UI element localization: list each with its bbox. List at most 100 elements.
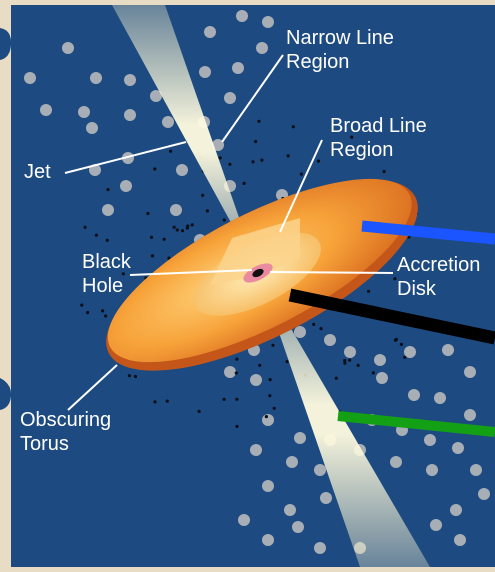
broad-line-dot xyxy=(162,237,166,241)
label-black-hole-1: Black xyxy=(82,251,132,273)
broad-line-dot xyxy=(153,400,157,404)
broad-line-dot xyxy=(175,228,179,232)
cloud-dot xyxy=(170,204,182,216)
broad-line-dot xyxy=(316,159,321,163)
broad-line-dot xyxy=(94,233,98,237)
cloud-dot xyxy=(199,66,211,78)
cloud-dot xyxy=(238,514,250,526)
cloud-dot xyxy=(430,519,442,531)
broad-line-dot xyxy=(348,358,352,362)
cloud-dot xyxy=(176,164,188,176)
broad-line-dot xyxy=(343,361,347,365)
broad-line-dot xyxy=(407,235,411,239)
cloud-dot xyxy=(224,366,236,378)
cloud-dot xyxy=(454,534,466,546)
sightline-blue xyxy=(361,220,495,245)
broad-line-dot xyxy=(101,309,105,313)
cloud-dot xyxy=(232,62,244,74)
cloud-dot xyxy=(284,504,296,516)
cloud-dot xyxy=(464,409,476,421)
broad-line-dot xyxy=(271,343,275,347)
cloud-dot xyxy=(376,372,388,384)
label-accretion-disk-2: Disk xyxy=(397,278,437,300)
cloud-dot xyxy=(426,464,438,476)
cloud-dot xyxy=(464,366,476,378)
broad-line-dot xyxy=(235,397,239,401)
sightline-green xyxy=(337,411,495,437)
cloud-dot xyxy=(314,542,326,554)
broad-line-dot xyxy=(105,238,109,242)
broad-line-dot xyxy=(268,394,272,398)
cloud-dot xyxy=(314,464,326,476)
cloud-dot xyxy=(450,504,462,516)
cloud-dot xyxy=(236,10,248,22)
cloud-dot xyxy=(292,521,304,533)
broad-line-dot xyxy=(86,310,90,315)
broad-line-dot xyxy=(367,289,371,293)
cloud-dot xyxy=(124,109,136,121)
broad-line-dot xyxy=(258,363,262,367)
broad-line-dot xyxy=(197,409,201,413)
cloud-dot xyxy=(478,488,490,500)
cloud-dot xyxy=(452,442,464,454)
cloud-dot xyxy=(470,464,482,476)
broad-line-dot xyxy=(83,225,87,229)
broad-line-dot xyxy=(260,158,264,162)
broad-line-dot xyxy=(104,314,108,318)
jet-upper xyxy=(112,5,258,272)
cloud-dot xyxy=(150,90,162,102)
broad-line-dot xyxy=(185,226,189,230)
broad-line-dot xyxy=(264,415,268,419)
cloud-dot xyxy=(404,346,416,358)
cloud-dot xyxy=(40,104,52,116)
broad-line-dot xyxy=(350,135,354,139)
cloud-dot xyxy=(204,26,216,38)
label-obscuring-torus-1: Obscuring xyxy=(20,409,111,431)
broad-line-dot xyxy=(190,223,194,227)
broad-line-dot xyxy=(356,363,360,367)
cloud-dot xyxy=(262,16,274,28)
broad-line-dot xyxy=(201,193,205,197)
broad-line-dot xyxy=(235,424,239,428)
broad-line-dot xyxy=(291,125,295,129)
cloud-dot xyxy=(408,389,420,401)
broad-line-dot xyxy=(222,397,226,401)
cloud-dot xyxy=(256,42,268,54)
cloud-dot xyxy=(294,326,306,338)
broad-line-dot xyxy=(242,181,246,185)
label-obscuring-torus-2: Torus xyxy=(20,433,69,455)
broad-line-dot xyxy=(343,358,347,363)
cloud-dot xyxy=(212,139,224,151)
broad-line-dot xyxy=(382,169,386,174)
broad-line-dot xyxy=(251,160,255,164)
cloud-dot xyxy=(224,92,236,104)
broad-line-dot xyxy=(299,172,303,176)
broad-line-dot xyxy=(149,235,154,239)
cloud-dot xyxy=(102,204,114,216)
label-black-hole-2: Hole xyxy=(82,275,123,297)
broad-line-dot xyxy=(394,337,398,341)
cloud-dot xyxy=(24,72,36,84)
label-narrow-line-region-1: Narrow Line xyxy=(286,27,394,49)
broad-line-dot xyxy=(399,342,403,346)
cloud-dot xyxy=(124,74,136,86)
cloud-dot xyxy=(120,180,132,192)
broad-line-dot xyxy=(268,378,272,382)
cloud-dot xyxy=(324,334,336,346)
cloud-dot xyxy=(122,152,134,164)
broad-line-dot xyxy=(286,154,290,158)
broad-line-dot xyxy=(254,139,258,144)
label-accretion-disk-1: Accretion xyxy=(397,254,480,276)
broad-line-dot xyxy=(393,277,397,281)
broad-line-dot xyxy=(272,406,276,410)
broad-line-dot xyxy=(172,225,176,229)
sightline-black xyxy=(288,288,495,345)
broad-line-dot xyxy=(165,399,169,403)
cloud-dot xyxy=(262,534,274,546)
broad-line-dot xyxy=(403,355,407,359)
cloud-dot xyxy=(344,346,356,358)
broad-line-dot xyxy=(167,256,171,260)
label-jet: Jet xyxy=(24,161,51,183)
broad-line-dot xyxy=(121,272,125,276)
